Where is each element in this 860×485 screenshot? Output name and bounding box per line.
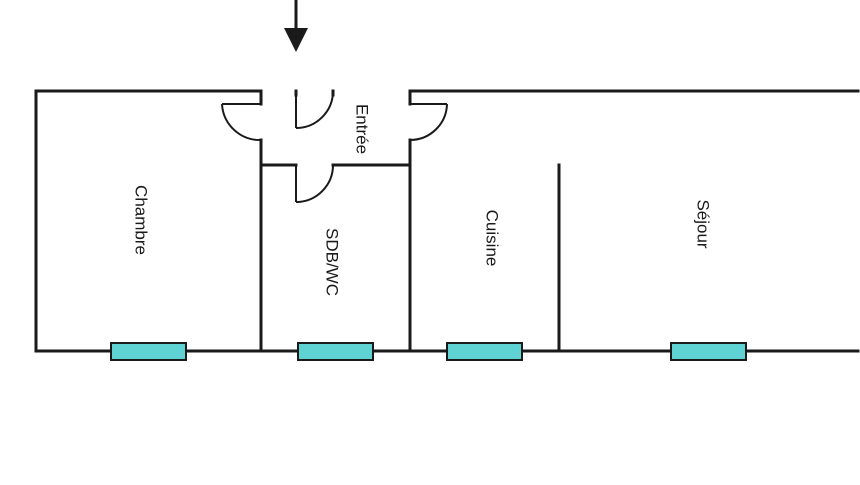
sdbwc-door[interactable] — [295, 164, 334, 203]
front-door[interactable] — [295, 90, 334, 129]
exterior-walls — [34, 89, 860, 353]
interior-walls — [259, 89, 561, 353]
cuisine-door[interactable] — [409, 103, 448, 141]
window-cuisine — [446, 342, 523, 361]
window-chambre — [110, 342, 187, 361]
room-label-cuisine: Cuisine — [483, 210, 502, 267]
room-label-sdbwc: SDB/WC — [323, 228, 342, 296]
room-label-sejour: Séjour — [694, 199, 713, 248]
room-label-entree: Entrée — [353, 104, 372, 154]
window-sejour — [670, 342, 747, 361]
windows — [110, 342, 747, 361]
room-label-chambre: Chambre — [132, 185, 151, 255]
window-sdbwc — [297, 342, 374, 361]
chambre-door[interactable] — [221, 103, 262, 142]
doors — [221, 90, 448, 203]
entrance-arrow-icon — [284, 0, 308, 52]
